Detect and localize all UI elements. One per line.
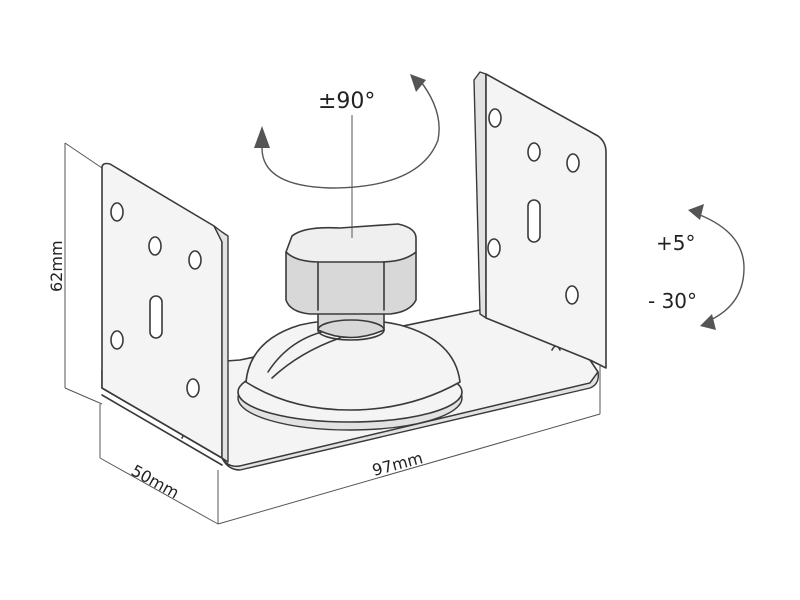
mount-hole (488, 108, 502, 128)
mount-hole (186, 378, 200, 398)
left-plate (101, 162, 229, 463)
mount-hole (527, 142, 541, 162)
tilt-arrow-icon (688, 204, 745, 330)
mount-hole (110, 202, 124, 222)
tilt-up-label: +5° (656, 231, 695, 255)
width-dimension-label: 97mm (370, 448, 425, 480)
mount-slot (527, 199, 541, 243)
mount-hole (565, 285, 579, 305)
right-plate (473, 71, 607, 369)
tilt-down-label: - 30° (648, 289, 697, 313)
mount-hole (188, 250, 202, 270)
mount-hole (148, 236, 162, 256)
depth-dimension-label: 50mm (128, 461, 182, 503)
rotation-label: ±90° (318, 89, 375, 114)
height-dimension-label: 62mm (47, 240, 66, 292)
mount-hole (487, 238, 501, 258)
rotation-arrow-icon (254, 74, 440, 238)
mount-hole (566, 153, 580, 173)
suction-mount (237, 223, 463, 431)
dimension-lines (64, 142, 601, 525)
mount-slot (149, 295, 163, 339)
mount-hole (110, 330, 124, 350)
